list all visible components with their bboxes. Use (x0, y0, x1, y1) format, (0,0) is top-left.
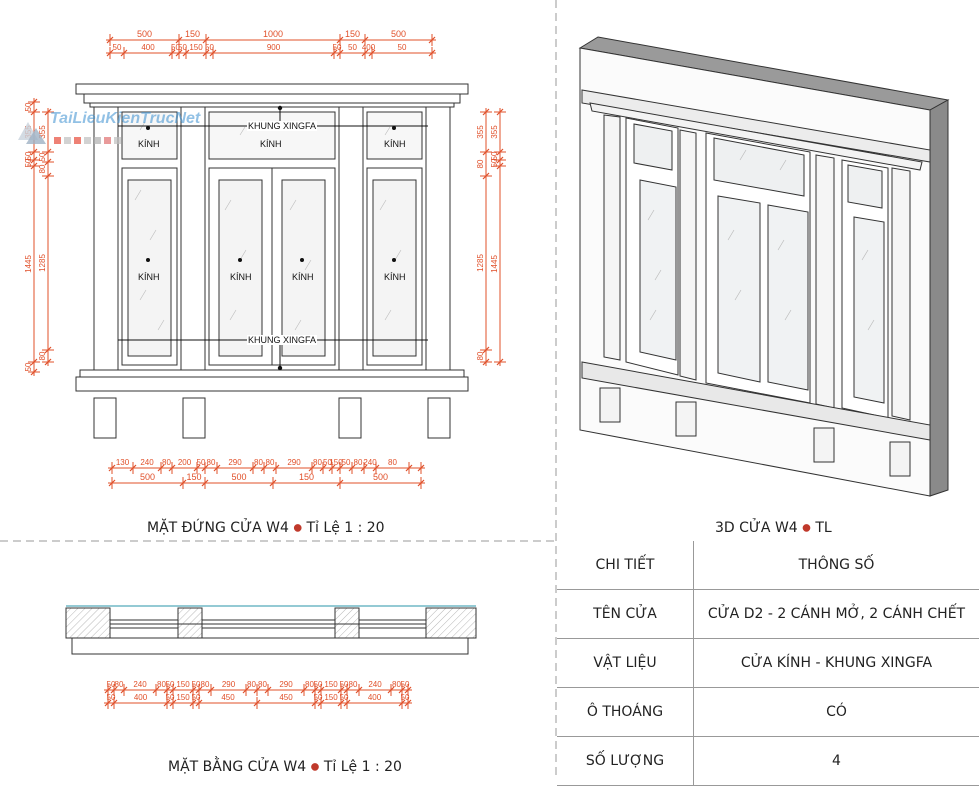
spec-header-row: CHI TIẾT THÔNG SỐ (557, 541, 979, 590)
wall-side-face (930, 100, 948, 496)
view3d-caption-title: 3D CỬA W4 (715, 520, 798, 536)
bullet-icon: ● (802, 523, 811, 534)
spec-row: SỐ LƯỢNG 4 (557, 737, 979, 786)
plan-dim-row1-label: 50 (314, 680, 323, 689)
spec-value: CỬA D2 - 2 CÁNH MỞ, 2 CÁNH CHẾT (694, 590, 979, 639)
plan-dim-row1-label: 240 (368, 680, 382, 689)
plan-dim-row2-label: 450 (279, 693, 293, 702)
bullet-icon: ● (311, 762, 320, 773)
plan-dim-row2-label: 150 (324, 693, 338, 702)
plan-caption-title: MẶT BẰNG CỬA W4 (168, 759, 306, 775)
spec-value: CÓ (694, 688, 979, 737)
spec-header-detail: CHI TIẾT (557, 541, 694, 590)
plan-dim-row2-label: 50 (314, 693, 323, 702)
plan-dim-row1-label: 80 (258, 680, 267, 689)
spec-row: TÊN CỬA CỬA D2 - 2 CÁNH MỞ, 2 CÁNH CHẾT (557, 590, 979, 639)
plan-caption: MẶT BẰNG CỬA W4 ● Tỉ Lệ 1 : 20 (168, 759, 402, 775)
plan-dim-row1-label: 80 (115, 680, 124, 689)
plan-dim-row2-label: 50 (107, 693, 116, 702)
plan-dim-row2-label: 150 (176, 693, 190, 702)
plan-dim-row2-label: 50 (192, 693, 201, 702)
plan-dim-row1-label: 290 (222, 680, 236, 689)
plan-dim-row2-label: 450 (221, 693, 235, 702)
plan-dim-row1-label: 150 (324, 680, 338, 689)
plan-dim-row1-label: 80 (247, 680, 256, 689)
plan-dim-row1-label: 50 (166, 680, 175, 689)
view3d-caption-suffix: TL (815, 520, 831, 536)
spec-value: 4 (694, 737, 979, 786)
plan-dim-row2-label: 400 (368, 693, 382, 702)
plan-dim-row1-label: 80 (349, 680, 358, 689)
spec-table: CHI TIẾT THÔNG SỐ TÊN CỬA CỬA D2 - 2 CÁN… (557, 541, 979, 786)
spec-header-value: THÔNG SỐ (694, 541, 979, 590)
spec-row: Ô THOÁNG CÓ (557, 688, 979, 737)
spec-key: VẬT LIỆU (557, 639, 694, 688)
plan-dim-row2-label: 400 (134, 693, 148, 702)
plan-dim-row1-label: 290 (279, 680, 293, 689)
plan-caption-scale: Tỉ Lệ 1 : 20 (324, 759, 402, 775)
plan-dim-row1-label: 80 (201, 680, 210, 689)
plan-dim-row2-label: 50 (166, 693, 175, 702)
plan-dim-row1-label: 50 (401, 680, 410, 689)
plan-dim-row2-label: 50 (340, 693, 349, 702)
spec-key: Ô THOÁNG (557, 688, 694, 737)
view3d-caption: 3D CỬA W4 ● TL (715, 520, 832, 536)
spec-key: TÊN CỬA (557, 590, 694, 639)
spec-value: CỬA KÍNH - KHUNG XINGFA (694, 639, 979, 688)
spec-key: SỐ LƯỢNG (557, 737, 694, 786)
plan-dim-row1-label: 240 (133, 680, 147, 689)
spec-row: VẬT LIỆU CỬA KÍNH - KHUNG XINGFA (557, 639, 979, 688)
plan-dim-row2-label: 50 (401, 693, 410, 702)
plan-dim-row1-label: 150 (176, 680, 190, 689)
